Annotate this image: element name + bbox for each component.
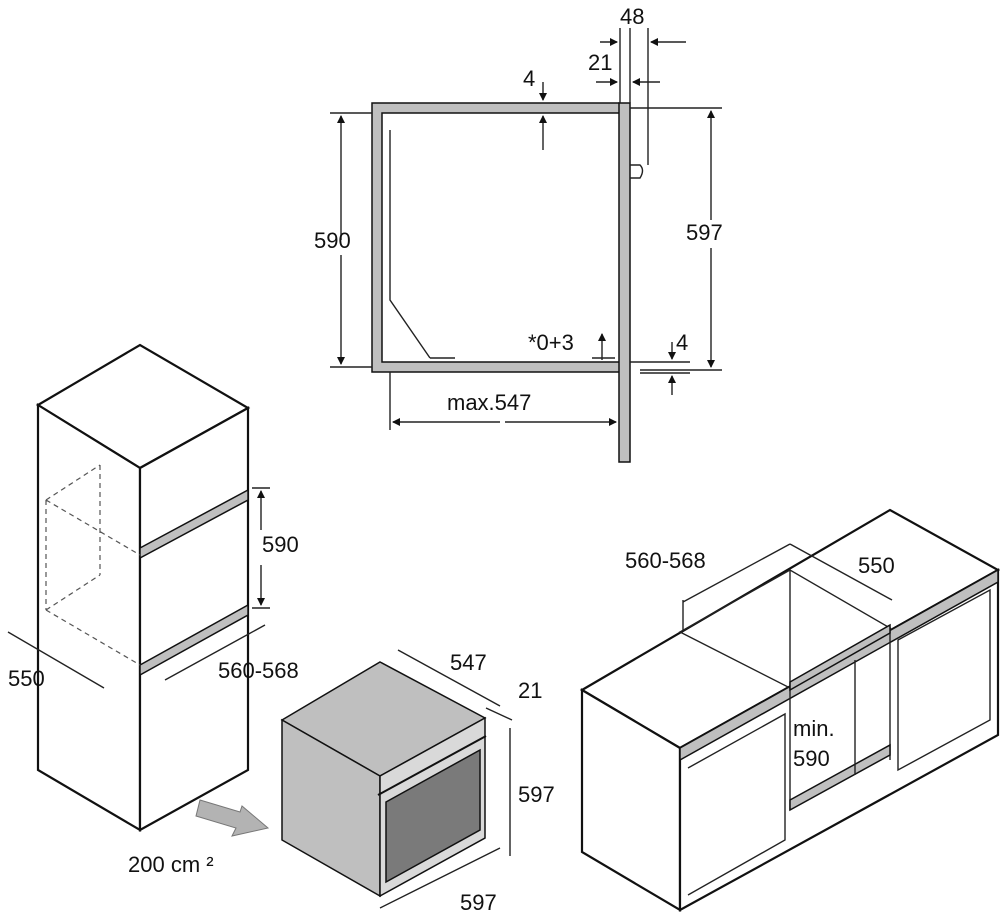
oven-section-body [371, 102, 621, 373]
oven-dim-597-width-label: 597 [460, 890, 497, 915]
base-unit-cutout-rim [789, 623, 891, 692]
dim-48-label: 48 [620, 4, 644, 29]
oven-window [385, 748, 481, 884]
oven-front-panel [618, 102, 631, 463]
base-dim-550-label: 550 [858, 553, 895, 578]
base-dim-560-568-label: 560-568 [625, 548, 706, 573]
side-section-view: 590 597 48 21 4 *0+3 4 max.547 [314, 4, 723, 463]
oven-dim-547-line [397, 649, 501, 707]
tall-housing-unit: 590 550 560-568 200 cm ² [7, 343, 299, 877]
inner-diagonal-line [389, 130, 431, 359]
dim-4-bottom-label: 4 [676, 330, 688, 355]
oven-dim-597-width-line [379, 847, 501, 909]
ventilation-arrow-icon [195, 799, 270, 837]
dim-max547-label: max.547 [447, 390, 531, 415]
base-dim-560-568-line [682, 543, 791, 603]
tall-dim-560-568-label: 560-568 [218, 658, 299, 683]
tall-dim-550-line [7, 631, 105, 689]
tall-unit-lower-shelf [139, 603, 249, 677]
dim-4-top-label: 4 [523, 66, 535, 91]
dim-597-label: 597 [686, 220, 723, 245]
dim-590-label: 590 [314, 228, 351, 253]
tall-unit-left-face [36, 403, 142, 832]
tall-dim-590-label: 590 [262, 532, 299, 557]
oven-handle-bar [377, 735, 487, 796]
oven-3d: 547 21 597 597 [280, 649, 555, 915]
oven-dim-547-label: 547 [450, 650, 487, 675]
base-dim-550-line [789, 543, 893, 601]
dim-21-label: 21 [588, 50, 612, 75]
base-unit-inner-shelf [789, 743, 891, 812]
tall-dim-550-label: 550 [8, 666, 45, 691]
oven-dim-21-label: 21 [518, 678, 542, 703]
dim-tolerance-label: *0+3 [528, 330, 574, 355]
base-unit-worktop-edge [679, 568, 999, 762]
oven-handle [630, 164, 644, 179]
base-dim-590-label: 590 [793, 746, 830, 771]
vent-area-label: 200 cm ² [128, 852, 214, 877]
oven-dim-597-height-label: 597 [518, 782, 555, 807]
base-unit: 560-568 550 min. 590 [579, 508, 1000, 912]
base-unit-right-door [897, 588, 991, 772]
tall-dim-560-568-line [164, 624, 266, 681]
tall-unit-hidden-edges [45, 464, 141, 666]
base-unit-left-door [687, 712, 786, 896]
base-dim-min-label: min. [793, 716, 835, 741]
